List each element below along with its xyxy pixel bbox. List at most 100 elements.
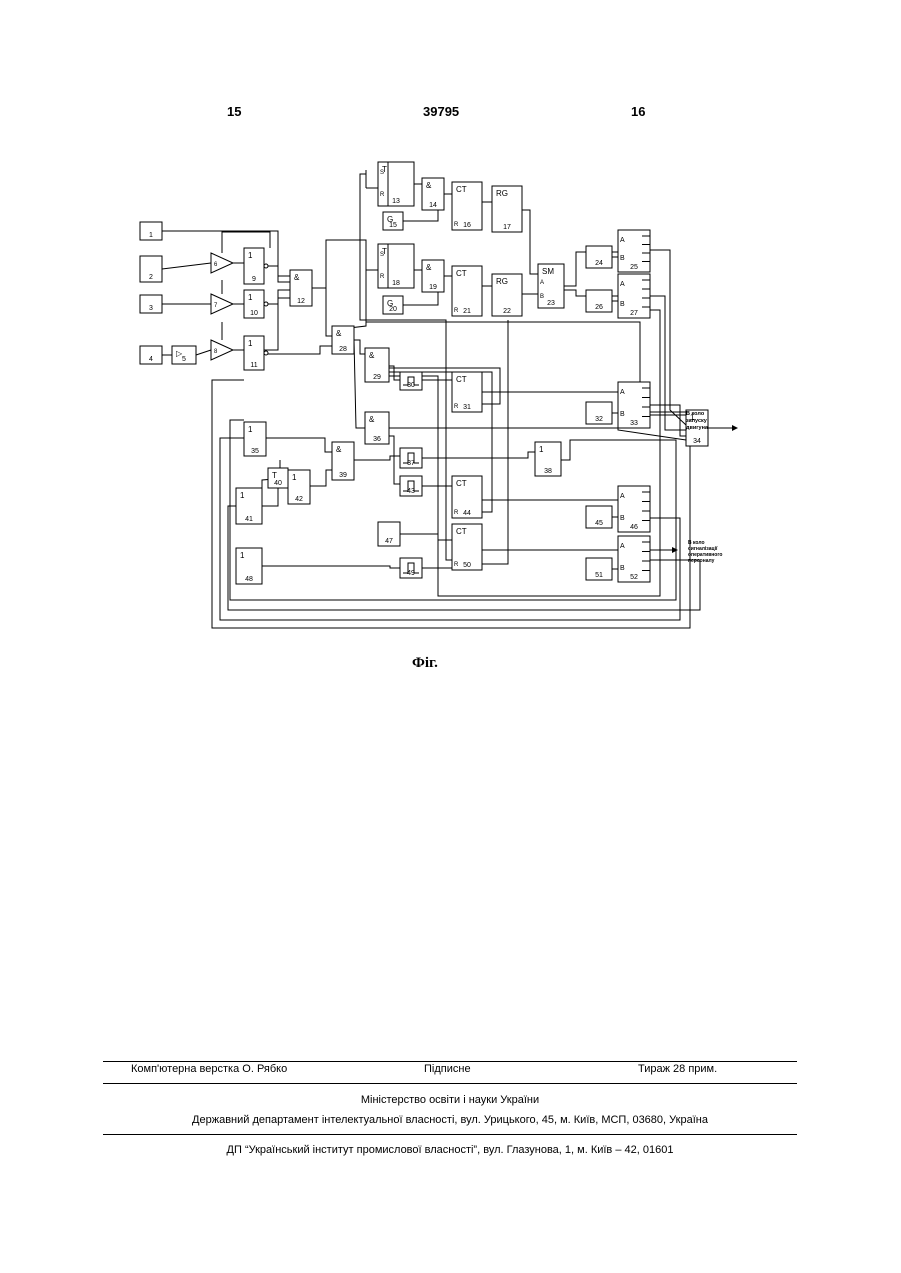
block-symbol-19: &	[426, 263, 432, 272]
block-symbol-21: CT	[456, 269, 467, 278]
output-label-alarm-3: персоналу	[688, 558, 715, 564]
block-24: 24	[586, 246, 612, 268]
block-8: 8	[211, 340, 233, 360]
block-14: &14	[422, 178, 444, 210]
block-19: & 19	[422, 260, 444, 292]
block-number-34: 34	[693, 438, 701, 445]
block-10: 110	[244, 290, 268, 318]
block-3: 3	[140, 295, 162, 313]
block-42: 1 42	[288, 470, 310, 504]
block-number-25: 25	[630, 264, 638, 271]
page-number-left: 15	[227, 104, 241, 119]
block-number-12: 12	[297, 298, 305, 305]
footer-rule-bottom	[103, 1134, 797, 1135]
block-number-14: 14	[429, 202, 437, 209]
block-26: 26	[586, 290, 612, 312]
circuit-diagram: 1234▷567819110111&12TSR13&14G15CTR16RG17…	[120, 140, 760, 690]
block-number-46: 46	[630, 524, 638, 531]
svg-text:R: R	[454, 510, 459, 516]
block-number-32: 32	[595, 416, 603, 423]
output-label-motor-0: В коло	[686, 411, 705, 417]
svg-text:B: B	[540, 294, 544, 300]
block-32: 32	[586, 402, 612, 424]
block-18: TSR18	[378, 244, 414, 288]
output-label-motor-1: запуску	[686, 418, 708, 424]
block-number-1: 1	[149, 232, 153, 239]
block-1: 1	[140, 222, 162, 240]
block-number-51: 51	[595, 572, 603, 579]
block-47: 47	[378, 522, 400, 546]
svg-text:B: B	[620, 411, 625, 418]
block-44: CTR44	[452, 476, 482, 518]
block-number-22: 22	[503, 308, 511, 315]
block-number-31: 31	[463, 404, 471, 411]
block-30: 30	[400, 372, 422, 390]
block-number-27: 27	[630, 310, 638, 317]
block-37: 37	[400, 448, 422, 468]
block-43: 43	[400, 476, 422, 496]
block-49: 49	[400, 558, 422, 578]
block-number-19: 19	[429, 284, 437, 291]
block-symbol-16: CT	[456, 185, 467, 194]
block-33: AB33	[618, 382, 650, 428]
block-36: & 36	[365, 412, 389, 444]
ministry-line: Міністерство освіти і науки України	[103, 1094, 797, 1106]
block-number-43: 43	[407, 488, 415, 495]
block-number-16: 16	[463, 222, 471, 229]
patent-number: 39795	[423, 104, 459, 119]
block-number-29: 29	[373, 374, 381, 381]
block-52: AB52	[618, 536, 650, 582]
block-symbol-50: CT	[456, 527, 467, 536]
svg-text:B: B	[620, 301, 625, 308]
block-symbol-23: SM	[542, 267, 554, 276]
block-number-36: 36	[373, 436, 381, 443]
block-27: AB27	[618, 274, 650, 318]
block-symbol-42: 1	[292, 473, 297, 482]
svg-text:A: A	[620, 493, 625, 500]
svg-text:B: B	[620, 565, 625, 572]
block-symbol-12: &	[294, 273, 300, 282]
output-label-motor-2: двигуна	[686, 425, 709, 431]
typesetting-credit: Комп'ютерна верстка О. Рябко	[131, 1063, 287, 1075]
block-35: 135	[244, 422, 266, 456]
svg-text:S: S	[380, 170, 384, 176]
block-symbol-39: &	[336, 445, 342, 454]
block-symbol-38: 1	[539, 445, 544, 454]
block-number-37: 37	[407, 460, 415, 467]
footer-rule-middle	[103, 1083, 797, 1084]
block-21: CTR21	[452, 266, 482, 316]
page-number-right: 16	[631, 104, 645, 119]
block-number-13: 13	[392, 198, 400, 205]
block-38: 1 38	[535, 442, 561, 476]
svg-text:R: R	[454, 404, 459, 410]
block-39: &39	[332, 442, 354, 480]
block-number-41: 41	[245, 516, 253, 523]
block-symbol-31: CT	[456, 375, 467, 384]
block-number-2: 2	[149, 274, 153, 281]
block-28: &28	[332, 326, 354, 354]
svg-text:R: R	[454, 308, 459, 314]
svg-text:B: B	[620, 515, 625, 522]
block-symbol-41: 1	[240, 491, 245, 500]
svg-text:R: R	[380, 274, 385, 280]
block-number-3: 3	[149, 305, 153, 312]
block-number-17: 17	[503, 224, 511, 231]
block-number-33: 33	[630, 420, 638, 427]
block-22: RG22	[492, 274, 522, 316]
svg-text:R: R	[380, 192, 385, 198]
block-5: ▷5	[172, 346, 196, 364]
block-4: 4	[140, 346, 162, 364]
block-symbol-35: 1	[248, 425, 253, 434]
block-symbol-9: 1	[248, 251, 253, 260]
block-number-18: 18	[392, 280, 400, 287]
block-symbol-17: RG	[496, 189, 508, 198]
block-number-38: 38	[544, 468, 552, 475]
svg-text:R: R	[454, 222, 459, 228]
block-16: CT R 16	[452, 182, 482, 230]
block-number-45: 45	[595, 520, 603, 527]
block-number-42: 42	[295, 496, 303, 503]
svg-text:R: R	[454, 562, 459, 568]
block-number-30: 30	[407, 382, 415, 389]
block-symbol-36: &	[369, 415, 375, 424]
block-number-23: 23	[547, 300, 555, 307]
